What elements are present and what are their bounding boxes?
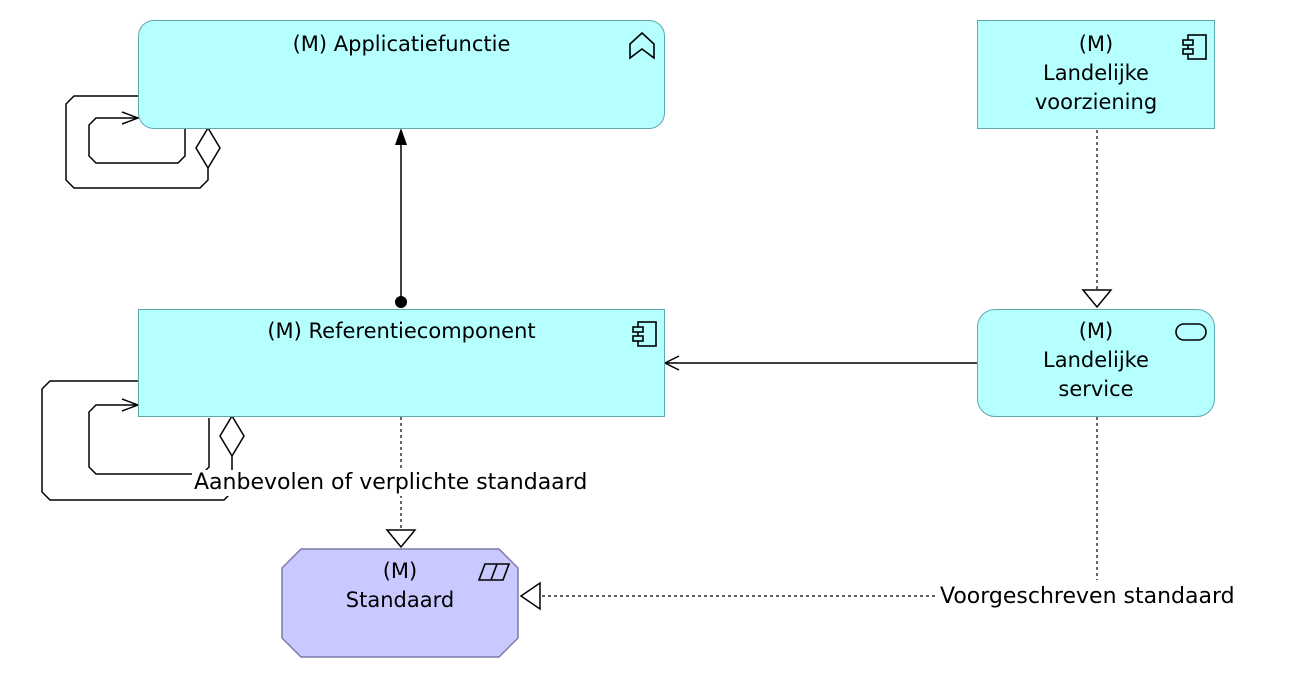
realization-voorziening-to-service[interactable] [1081,130,1113,309]
application-service-icon [1175,323,1207,341]
node-label: (M) Applicatiefunctie [292,32,511,56]
node-landelijke-service[interactable]: (M) Landelijke service [977,309,1215,417]
assignment-referentie-to-applicatiefunctie[interactable] [395,128,407,308]
node-standaard[interactable]: (M) Standaard [281,548,519,658]
node-applicatiefunctie[interactable]: (M) Applicatiefunctie [138,20,665,129]
applicatiefunctie-self-aggregation[interactable] [65,95,221,189]
realization-service-to-standaard[interactable] [519,417,1098,611]
application-component-icon [632,321,657,347]
node-landelijke-voorziening[interactable]: (M) Landelijke voorziening [977,20,1215,129]
representation-icon [477,563,511,581]
application-function-icon [629,31,655,60]
node-label: (M) Landelijke voorziening [1034,32,1158,114]
node-label: (M) Standaard [345,559,455,612]
node-referentiecomponent[interactable]: (M) Referentiecomponent [138,309,665,417]
node-label: (M) Referentiecomponent [267,319,536,343]
application-component-icon [1182,34,1207,60]
edge-label-voorgeschreven: Voorgeschreven standaard [938,584,1237,610]
node-label: (M) Landelijke service [1043,319,1149,401]
edge-label-aanbevolen: Aanbevolen of verplichte standaard [192,470,590,496]
standaard-shape [281,548,519,658]
serving-service-to-referentiecomponent[interactable] [663,355,977,371]
